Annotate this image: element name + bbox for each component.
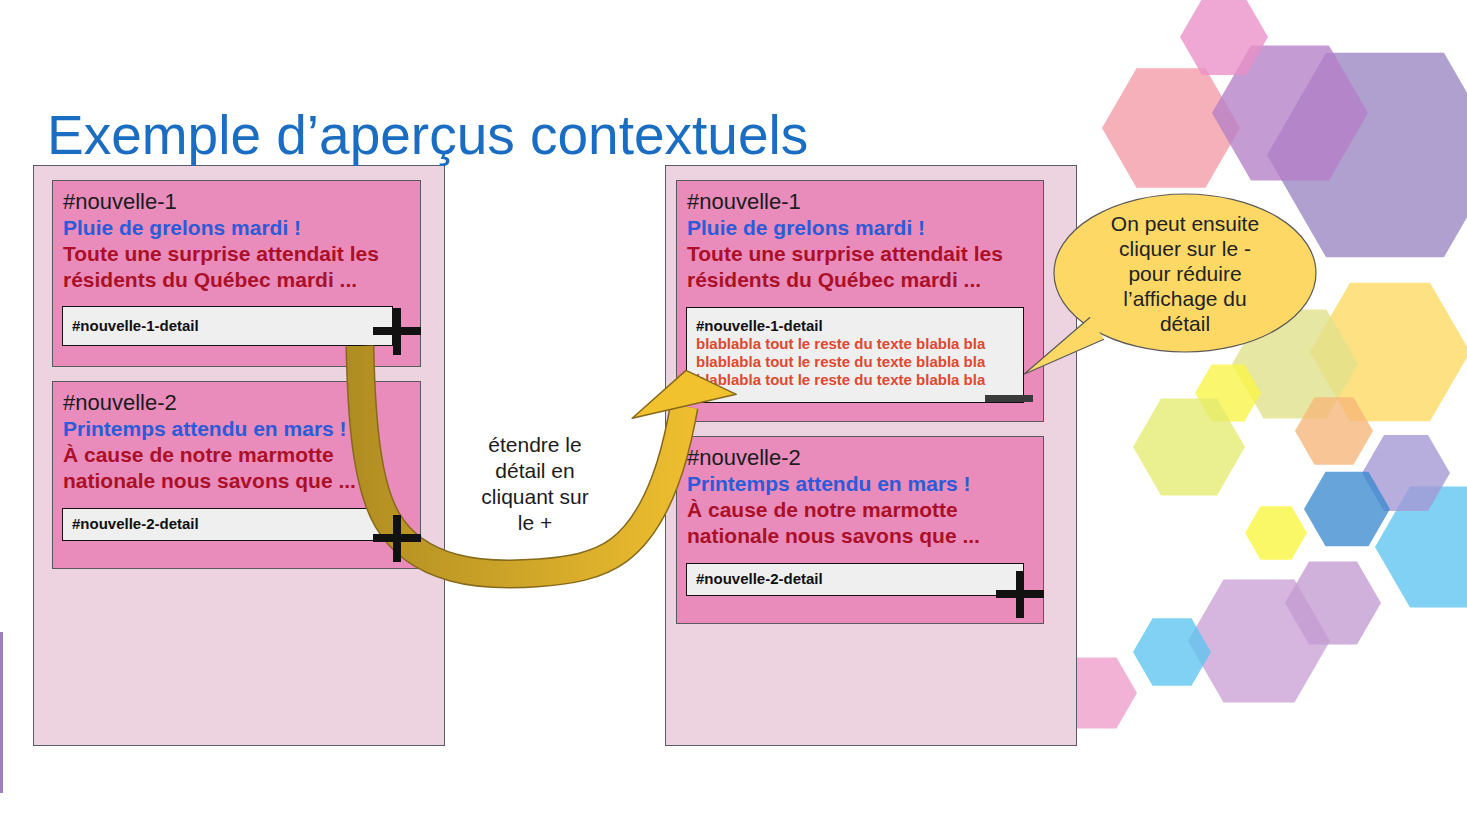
text-stack: #nouvelle-2Printemps attendu en mars !À …	[63, 390, 408, 494]
text-stack: #nouvelle-1-detail	[72, 317, 392, 335]
arrow-band	[360, 346, 684, 574]
news-id: #nouvelle-2	[687, 445, 1032, 471]
text-stack: #nouvelle-1-detailblablabla tout le rest…	[696, 317, 1016, 389]
decor-hexagon	[1133, 399, 1245, 496]
decor-hexagon	[1180, 0, 1268, 75]
decor-hexagon	[1102, 68, 1240, 188]
hexagon-group	[1055, 0, 1467, 728]
speech-bubble: On peut ensuite cliquer sur le - pour ré…	[1053, 193, 1317, 353]
detail-id: #nouvelle-2-detail	[72, 515, 392, 533]
news-card: #nouvelle-2Printemps attendu en mars !À …	[52, 381, 421, 569]
expand-plus	[1016, 571, 1024, 618]
news-card: #nouvelle-2Printemps attendu en mars !À …	[676, 436, 1044, 624]
decor-hexagon	[1245, 506, 1307, 560]
decor-hexagon	[1285, 561, 1381, 644]
news-summary: À cause de notre marmotte nationale nous…	[63, 442, 408, 494]
edge-label: étendre le détail en cliquant sur le +	[476, 432, 594, 536]
callout-text: On peut ensuite cliquer sur le - pour ré…	[1105, 211, 1265, 336]
callout-tail	[1024, 317, 1104, 374]
news-headline: Printemps attendu en mars !	[63, 416, 408, 442]
text-stack: #nouvelle-2-detail	[696, 570, 1016, 588]
page-panel	[34, 166, 445, 746]
text-stack: #nouvelle-2-detail	[72, 515, 392, 533]
side-bar	[0, 632, 3, 793]
detail-box: #nouvelle-2-detail	[686, 563, 1024, 596]
detail-box: #nouvelle-2-detail	[62, 508, 393, 541]
detail-id: #nouvelle-1-detail	[696, 317, 1016, 335]
detail-body: blablabla tout le reste du texte blabla …	[696, 335, 1016, 389]
news-summary: Toute une surprise attendait les résiden…	[63, 241, 408, 293]
text-stack: On peut ensuite cliquer sur le - pour ré…	[1053, 193, 1317, 353]
news-id: #nouvelle-2	[63, 390, 408, 416]
news-card: #nouvelle-1Pluie de grelons mardi !Toute…	[676, 180, 1044, 422]
expand-plus	[393, 308, 401, 355]
arrow-head	[632, 370, 736, 418]
curved-arrow	[360, 346, 736, 574]
decor-hexagon	[1133, 618, 1211, 686]
news-id: #nouvelle-1	[63, 189, 408, 215]
text-stack: #nouvelle-2Printemps attendu en mars !À …	[687, 445, 1032, 549]
detail-box: #nouvelle-1-detailblablabla tout le rest…	[686, 307, 1024, 403]
text-stack: #nouvelle-1Pluie de grelons mardi !Toute…	[63, 189, 408, 293]
expand-plus	[393, 515, 401, 562]
page-title: Exemple d’aperçus contextuels	[47, 102, 808, 168]
news-headline: Printemps attendu en mars !	[687, 471, 1032, 497]
expand-plus	[373, 327, 421, 335]
collapse-minus	[985, 395, 1033, 402]
news-summary: Toute une surprise attendait les résiden…	[687, 241, 1032, 293]
expand-plus	[373, 534, 421, 542]
detail-id: #nouvelle-2-detail	[696, 570, 1016, 588]
news-id: #nouvelle-1	[687, 189, 1032, 215]
decor-hexagon	[1295, 397, 1373, 465]
expand-plus	[996, 590, 1044, 598]
text-stack: #nouvelle-1Pluie de grelons mardi !Toute…	[687, 189, 1032, 293]
detail-id: #nouvelle-1-detail	[72, 317, 392, 335]
arrow-band-outline	[360, 346, 684, 574]
page-panel	[666, 166, 1077, 746]
decor-hexagon	[1304, 472, 1390, 546]
callout-pointer	[1024, 317, 1104, 374]
bubble-ellipse	[1054, 194, 1316, 352]
news-summary: À cause de notre marmotte nationale nous…	[687, 497, 1032, 549]
detail-box: #nouvelle-1-detail	[62, 306, 393, 346]
news-headline: Pluie de grelons mardi !	[63, 215, 408, 241]
news-card: #nouvelle-1Pluie de grelons mardi !Toute…	[52, 180, 421, 367]
news-headline: Pluie de grelons mardi !	[687, 215, 1032, 241]
